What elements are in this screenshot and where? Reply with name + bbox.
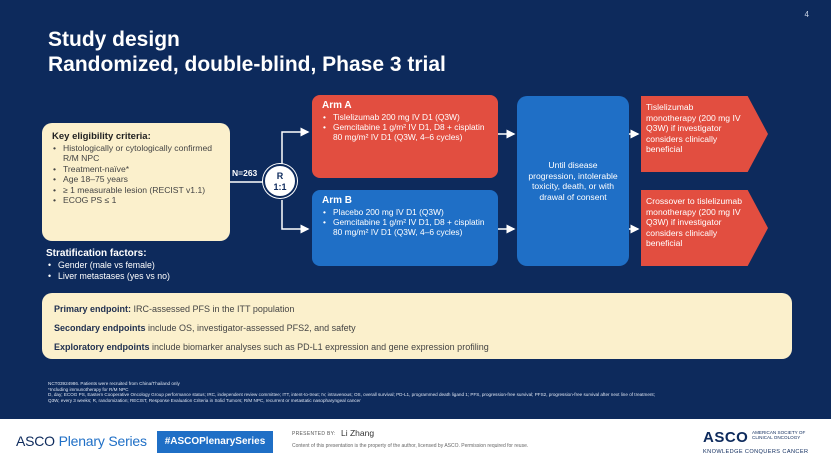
arm-a-title: Arm A xyxy=(322,100,352,111)
plenary-series-wordmark: Plenary Series xyxy=(54,433,147,449)
treatment-duration-text: Until disease progression, intolerable t… xyxy=(528,160,618,202)
stratification-factors: Stratification factors: Gender (male vs … xyxy=(46,248,246,282)
endpoints-panel: Primary endpoint: IRC-assessed PFS in th… xyxy=(42,293,792,359)
footnote-line: D, day; ECOG PS, Eastern Cooperative Onc… xyxy=(48,392,655,398)
stratification-item: Liver metastases (yes vs no) xyxy=(46,271,246,282)
footer-bar: ASCO Plenary Series #ASCOPlenarySeries P… xyxy=(0,419,831,464)
asco-logo: ASCO xyxy=(703,429,749,446)
continuation-arm-a: Tislelizumab monotherapy (200 mg IV Q3W)… xyxy=(641,96,768,172)
stratification-item: Gender (male vs female) xyxy=(46,260,246,271)
primary-endpoint-label: Primary endpoint: xyxy=(54,304,132,314)
arrow-to-arm-b xyxy=(281,200,310,234)
exploratory-endpoints-label: Exploratory endpoints xyxy=(54,342,150,352)
asco-tagline: KNOWLEDGE CONQUERS CANCER xyxy=(703,449,809,455)
arm-a-box: Arm A Tislelizumab 200 mg IV D1 (Q3W) Ge… xyxy=(312,95,498,178)
arrow-to-arm-a xyxy=(281,127,310,164)
secondary-endpoints-label: Secondary endpoints xyxy=(54,323,146,333)
footnote-line: Q3W, every 3 weeks; R, randomization; RE… xyxy=(48,397,361,403)
asco-wordmark: ASCO xyxy=(16,433,55,449)
asco-society-name: AMERICAN SOCIETY OF CLINICAL ONCOLOGY xyxy=(752,430,806,441)
eligibility-item: Histologically or cytologically confirme… xyxy=(52,143,222,164)
arm-b-item: Gemcitabine 1 g/m² IV D1, D8 + cisplatin… xyxy=(322,217,490,237)
eligibility-item: Age 18–75 years xyxy=(52,174,222,185)
eligibility-item: Treatment-naïve* xyxy=(52,164,222,175)
exploratory-endpoints: Exploratory endpoints include biomarker … xyxy=(54,338,780,357)
arm-b-item: Placebo 200 mg IV D1 (Q3W) xyxy=(322,207,490,217)
primary-endpoint-text: IRC-assessed PFS in the ITT population xyxy=(131,304,295,314)
randomization-ratio: 1:1 xyxy=(273,182,287,192)
randomization-circle: R 1:1 xyxy=(263,164,297,198)
page-number: 4 xyxy=(804,10,809,19)
slide-title: Study design xyxy=(48,28,180,51)
footnote-line: *Including immunotherapy for R/M NPC xyxy=(48,386,129,392)
hashtag-badge: #ASCOPlenarySeries xyxy=(157,431,273,453)
sample-size-label: N=263 xyxy=(232,168,258,178)
flow-connectors xyxy=(230,127,640,234)
arm-a-item: Gemcitabine 1 g/m² IV D1, D8 + cisplatin… xyxy=(322,122,490,142)
slide: 4 Study design Randomized, double-blind,… xyxy=(0,0,831,419)
treatment-duration-box: Until disease progression, intolerable t… xyxy=(517,96,629,266)
arm-a-item: Tislelizumab 200 mg IV D1 (Q3W) xyxy=(322,112,490,122)
eligibility-item: ECOG PS ≤ 1 xyxy=(52,195,222,206)
eligibility-panel: Key eligibility criteria: Histologically… xyxy=(42,123,230,241)
presented-by-label: PRESENTED BY: xyxy=(292,431,336,437)
asco-plenary-series-logo: ASCO Plenary Series xyxy=(16,433,147,449)
continuation-arm-b: Crossover to tislelizumab monotherapy (2… xyxy=(641,190,768,266)
eligibility-heading: Key eligibility criteria: xyxy=(52,131,151,142)
copyright-note: Content of this presentation is the prop… xyxy=(292,443,529,449)
continuation-arm-a-text: Tislelizumab monotherapy (200 mg IV Q3W)… xyxy=(646,102,741,154)
stratification-heading: Stratification factors: xyxy=(46,248,147,259)
exploratory-endpoints-text: include biomarker analyses such as PD-L1… xyxy=(149,342,489,352)
secondary-endpoints: Secondary endpoints include OS, investig… xyxy=(54,319,780,338)
slide-subtitle: Randomized, double-blind, Phase 3 trial xyxy=(48,53,446,76)
randomization-symbol: R xyxy=(276,171,284,181)
eligibility-item: ≥ 1 measurable lesion (RECIST v1.1) xyxy=(52,185,222,196)
primary-endpoint: Primary endpoint: IRC-assessed PFS in th… xyxy=(54,300,780,319)
presenter-name: Li Zhang xyxy=(341,428,375,438)
continuation-arm-b-text: Crossover to tislelizumab monotherapy (2… xyxy=(646,196,742,248)
arm-b-box: Arm B Placebo 200 mg IV D1 (Q3W) Gemcita… xyxy=(312,190,498,266)
arm-b-title: Arm B xyxy=(322,195,353,206)
secondary-endpoints-text: include OS, investigator-assessed PFS2, … xyxy=(145,323,356,333)
footnotes: NCT03924986. Patients were recruited fro… xyxy=(48,381,798,403)
footnote-line: NCT03924986. Patients were recruited fro… xyxy=(48,381,180,386)
